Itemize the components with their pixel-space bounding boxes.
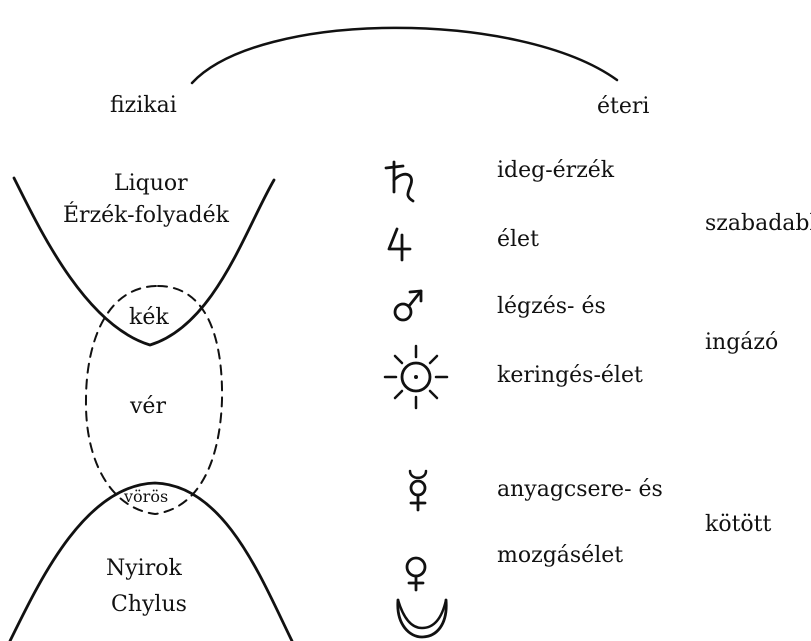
blood-label: vér — [129, 394, 166, 419]
qualifier-bound: kötött — [705, 512, 772, 537]
upper-curve — [12, 176, 276, 347]
jupiter-icon — [387, 227, 412, 262]
lower-curve — [8, 481, 294, 641]
mars-label: légzés- és — [497, 294, 606, 319]
qualifier-freer: szabadabb — [705, 211, 811, 236]
mercury-icon — [408, 469, 428, 512]
sun-icon — [383, 344, 449, 410]
lower-label-1: Nyirok — [106, 556, 182, 581]
venus-label: mozgásélet — [497, 543, 623, 568]
venus-icon — [405, 556, 427, 592]
saturn-icon — [384, 160, 415, 203]
saturn-label: ideg-érzék — [497, 158, 615, 183]
blood-oval — [84, 285, 224, 515]
connecting-arc — [190, 26, 619, 85]
sun-label: keringés-élet — [497, 363, 643, 388]
etheric-label: éteri — [597, 94, 649, 119]
qualifier-oscillating: ingázó — [705, 330, 778, 355]
lower-label-2: Chylus — [111, 592, 187, 617]
blue-label: kék — [129, 305, 169, 330]
mars-icon — [393, 289, 423, 322]
red-label: vörös — [123, 487, 168, 506]
moon-icon — [396, 598, 448, 639]
physical-label: fizikai — [110, 93, 177, 118]
jupiter-label: élet — [497, 227, 539, 252]
mercury-label: anyagcsere- és — [497, 477, 663, 502]
upper-label-1: Liquor — [114, 171, 188, 196]
upper-label-2: Érzék-folyadék — [63, 201, 230, 228]
